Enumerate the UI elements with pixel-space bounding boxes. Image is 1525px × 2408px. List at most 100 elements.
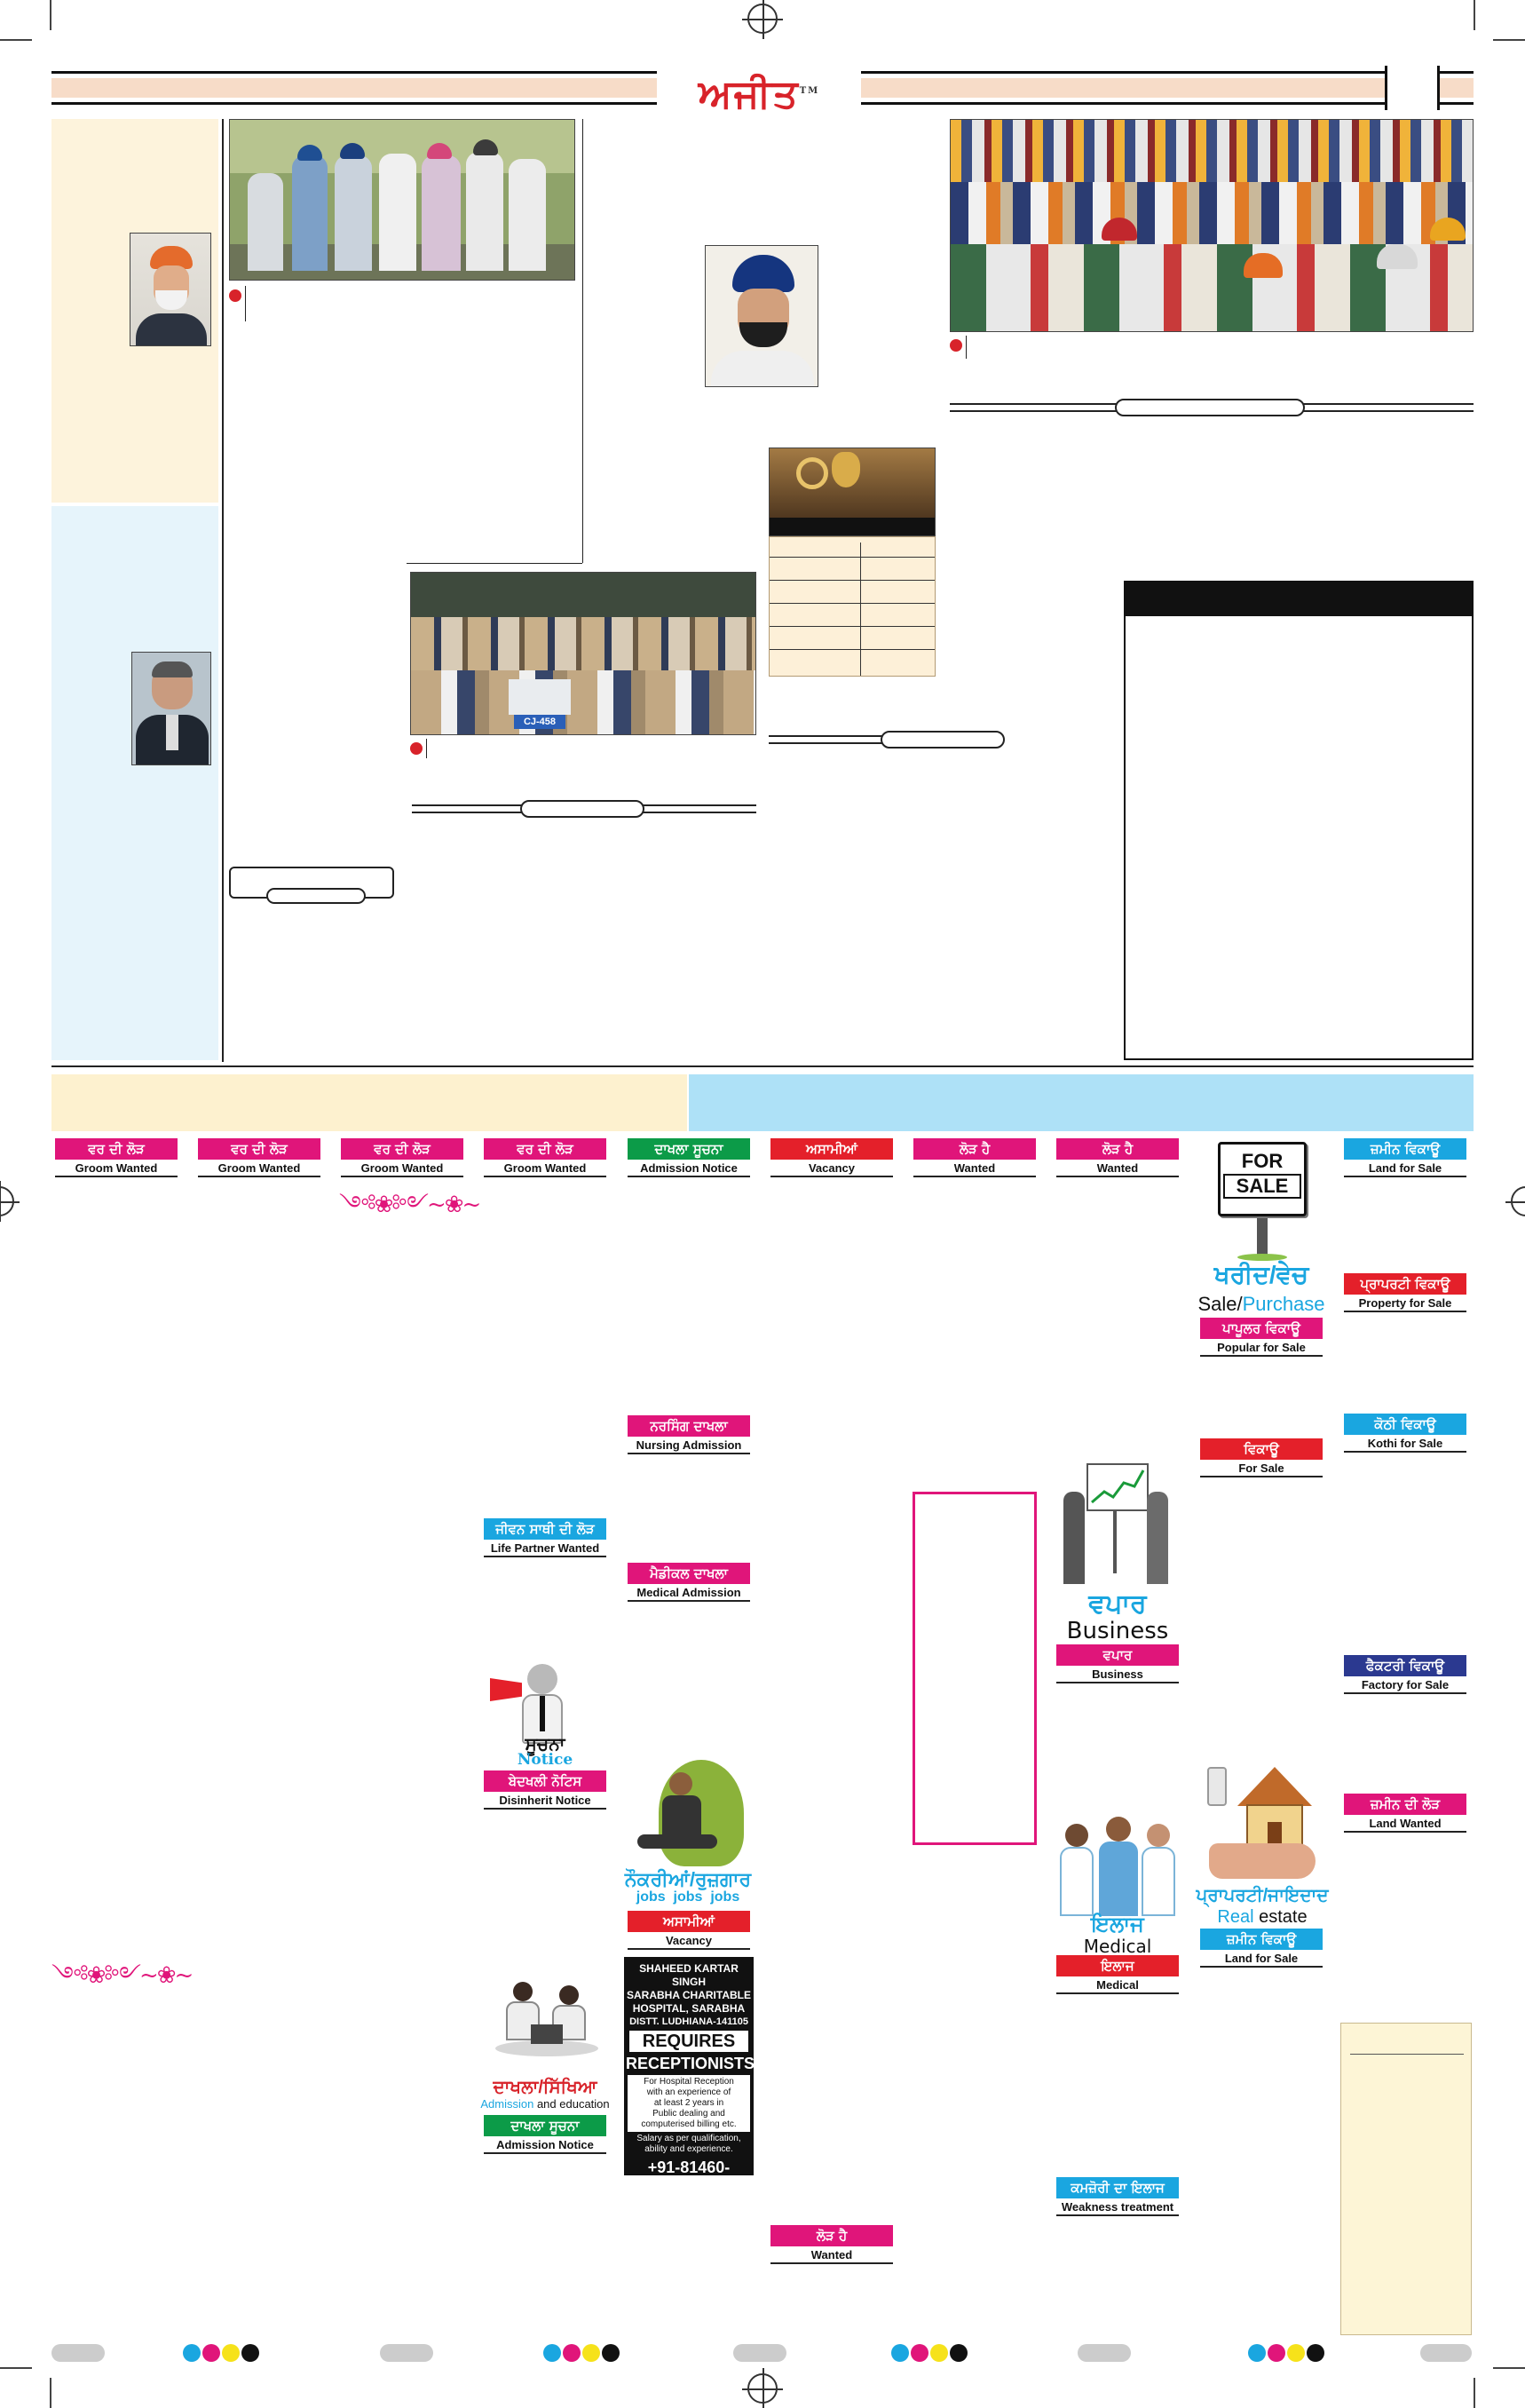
caption-bullet	[410, 742, 423, 755]
registration-mark-right	[1505, 1186, 1525, 1216]
column-rule	[222, 119, 224, 1062]
caption-bullet	[950, 339, 962, 352]
color-bar-grey	[1078, 2344, 1131, 2362]
boxed-ad	[913, 1492, 1037, 1845]
crop-mark	[50, 0, 51, 30]
registration-mark-left	[0, 1181, 20, 1222]
color-bar-grey	[733, 2344, 786, 2362]
classified-category[interactable]: ਮੈਡੀਕਲ ਦਾਖਲਾMedical Admission	[628, 1563, 750, 1602]
decorative-ornament: ༺❀༻~❀~	[339, 1192, 481, 1218]
color-bar-cyan	[183, 2344, 201, 2362]
classified-category[interactable]: ਨਰਸਿੰਗ ਦਾਖਲਾNursing Admission	[628, 1415, 750, 1454]
caption-bullet	[229, 289, 241, 302]
notice-title: ਸੂਚਨਾ	[525, 1735, 565, 1755]
business-title: ਵਪਾਰ	[1088, 1589, 1147, 1619]
admission-education-title: ਦਾਖਲਾ/ਸਿੱਖਿਆ	[493, 2078, 597, 2097]
newspaper-logo: ਅਜੀਤTM	[657, 64, 861, 119]
color-bar-yellow	[1287, 2344, 1305, 2362]
color-bar-cyan	[1248, 2344, 1266, 2362]
boxed-article	[1124, 581, 1474, 1060]
caption-rule	[426, 739, 427, 758]
classified-band-left	[51, 1074, 687, 1131]
gold-price-table	[769, 536, 936, 677]
color-bar-black	[950, 2344, 968, 2362]
portrait-photo	[130, 233, 211, 346]
masthead-band-right	[861, 71, 1394, 105]
crop-mark	[1493, 2367, 1525, 2369]
crop-mark	[0, 2367, 32, 2369]
page-number-box	[1385, 66, 1440, 110]
medical-subtitle: Medical	[1083, 1936, 1152, 1957]
house-in-hand-icon	[1198, 1751, 1326, 1884]
for-sale-sign-icon: FOR SALE	[1218, 1138, 1307, 1261]
megaphone-man-icon	[486, 1662, 593, 1747]
section-divider-pill	[520, 800, 644, 818]
column-rule	[582, 119, 583, 563]
page-separator	[51, 1065, 1474, 1067]
crop-mark	[50, 2378, 51, 2408]
color-bar-magenta	[563, 2344, 581, 2362]
real-estate-subtitle: Real estate	[1217, 1907, 1308, 1927]
color-bar-cyan	[543, 2344, 561, 2362]
section-divider	[769, 735, 936, 744]
color-bar-magenta	[202, 2344, 220, 2362]
jobs-title: ਨੌਕਰੀਆਂ/ਰੁਜ਼ਗਾਰ	[624, 1868, 752, 1890]
classified-category[interactable]: ਲੋੜ ਹੈWanted	[913, 1138, 1036, 1177]
crop-mark	[0, 39, 32, 41]
students-laptop-icon	[486, 1978, 607, 2071]
color-bar-cyan	[891, 2344, 909, 2362]
color-bar-black	[1307, 2344, 1324, 2362]
left-sidebar-bottom	[51, 506, 218, 1060]
sale-purchase-subtitle: Sale/Purchase	[1197, 1293, 1325, 1315]
classified-category[interactable]: ਦਾਖਲਾ ਸੂਚਨਾAdmission Notice	[628, 1138, 750, 1177]
registration-mark-top	[742, 0, 783, 39]
classified-category[interactable]: ਅਸਾਮੀਆਂVacancy	[770, 1138, 893, 1177]
caption-rule	[966, 336, 967, 359]
classified-category[interactable]: ਦਾਖਲਾ ਸੂਚਨਾAdmission Notice	[484, 2115, 606, 2154]
color-bar-grey	[1420, 2344, 1472, 2362]
business-subtitle: Business	[1066, 1618, 1169, 1644]
classified-band-right	[689, 1074, 1474, 1131]
sale-purchase-title: ਖਰੀਦ/ਵੇਚ	[1213, 1261, 1309, 1288]
color-bar-magenta	[911, 2344, 928, 2362]
color-bar-grey	[380, 2344, 433, 2362]
section-divider-pill	[881, 731, 1005, 749]
color-bar-yellow	[222, 2344, 240, 2362]
masthead-band-left	[51, 71, 657, 105]
masthead-band-end	[1440, 71, 1474, 105]
receptionist-job-ad[interactable]: SHAHEED KARTAR SINGH SARABHA CHARITABLE …	[624, 1957, 755, 2198]
classified-category[interactable]: ਅਸਾਮੀਆਂVacancy	[628, 1911, 750, 1950]
classified-category[interactable]: ਲੋੜ ਹੈWanted	[770, 2225, 893, 2264]
photo-watermark: CJ-458	[514, 715, 565, 729]
color-bar-yellow	[582, 2344, 600, 2362]
real-estate-title: ਪ੍ਰਾਪਰਟੀ/ਜਾਇਦਾਦ	[1196, 1886, 1329, 1905]
gold-price-photo	[769, 448, 936, 536]
decorative-ornament: ༺❀༻~❀~	[51, 1962, 194, 1989]
color-bar-black	[241, 2344, 259, 2362]
boxed-ad	[1340, 2023, 1472, 2335]
businessman-chair-icon	[632, 1755, 751, 1873]
color-bar-yellow	[930, 2344, 948, 2362]
classified-category[interactable]: ਲੋੜ ਹੈWanted	[1056, 1138, 1179, 1177]
news-photo	[229, 119, 575, 281]
medical-title: ਇਲਾਜ	[1091, 1913, 1144, 1937]
admission-education-subtitle: Admission and education	[480, 2097, 610, 2111]
portrait-photo	[705, 245, 818, 387]
